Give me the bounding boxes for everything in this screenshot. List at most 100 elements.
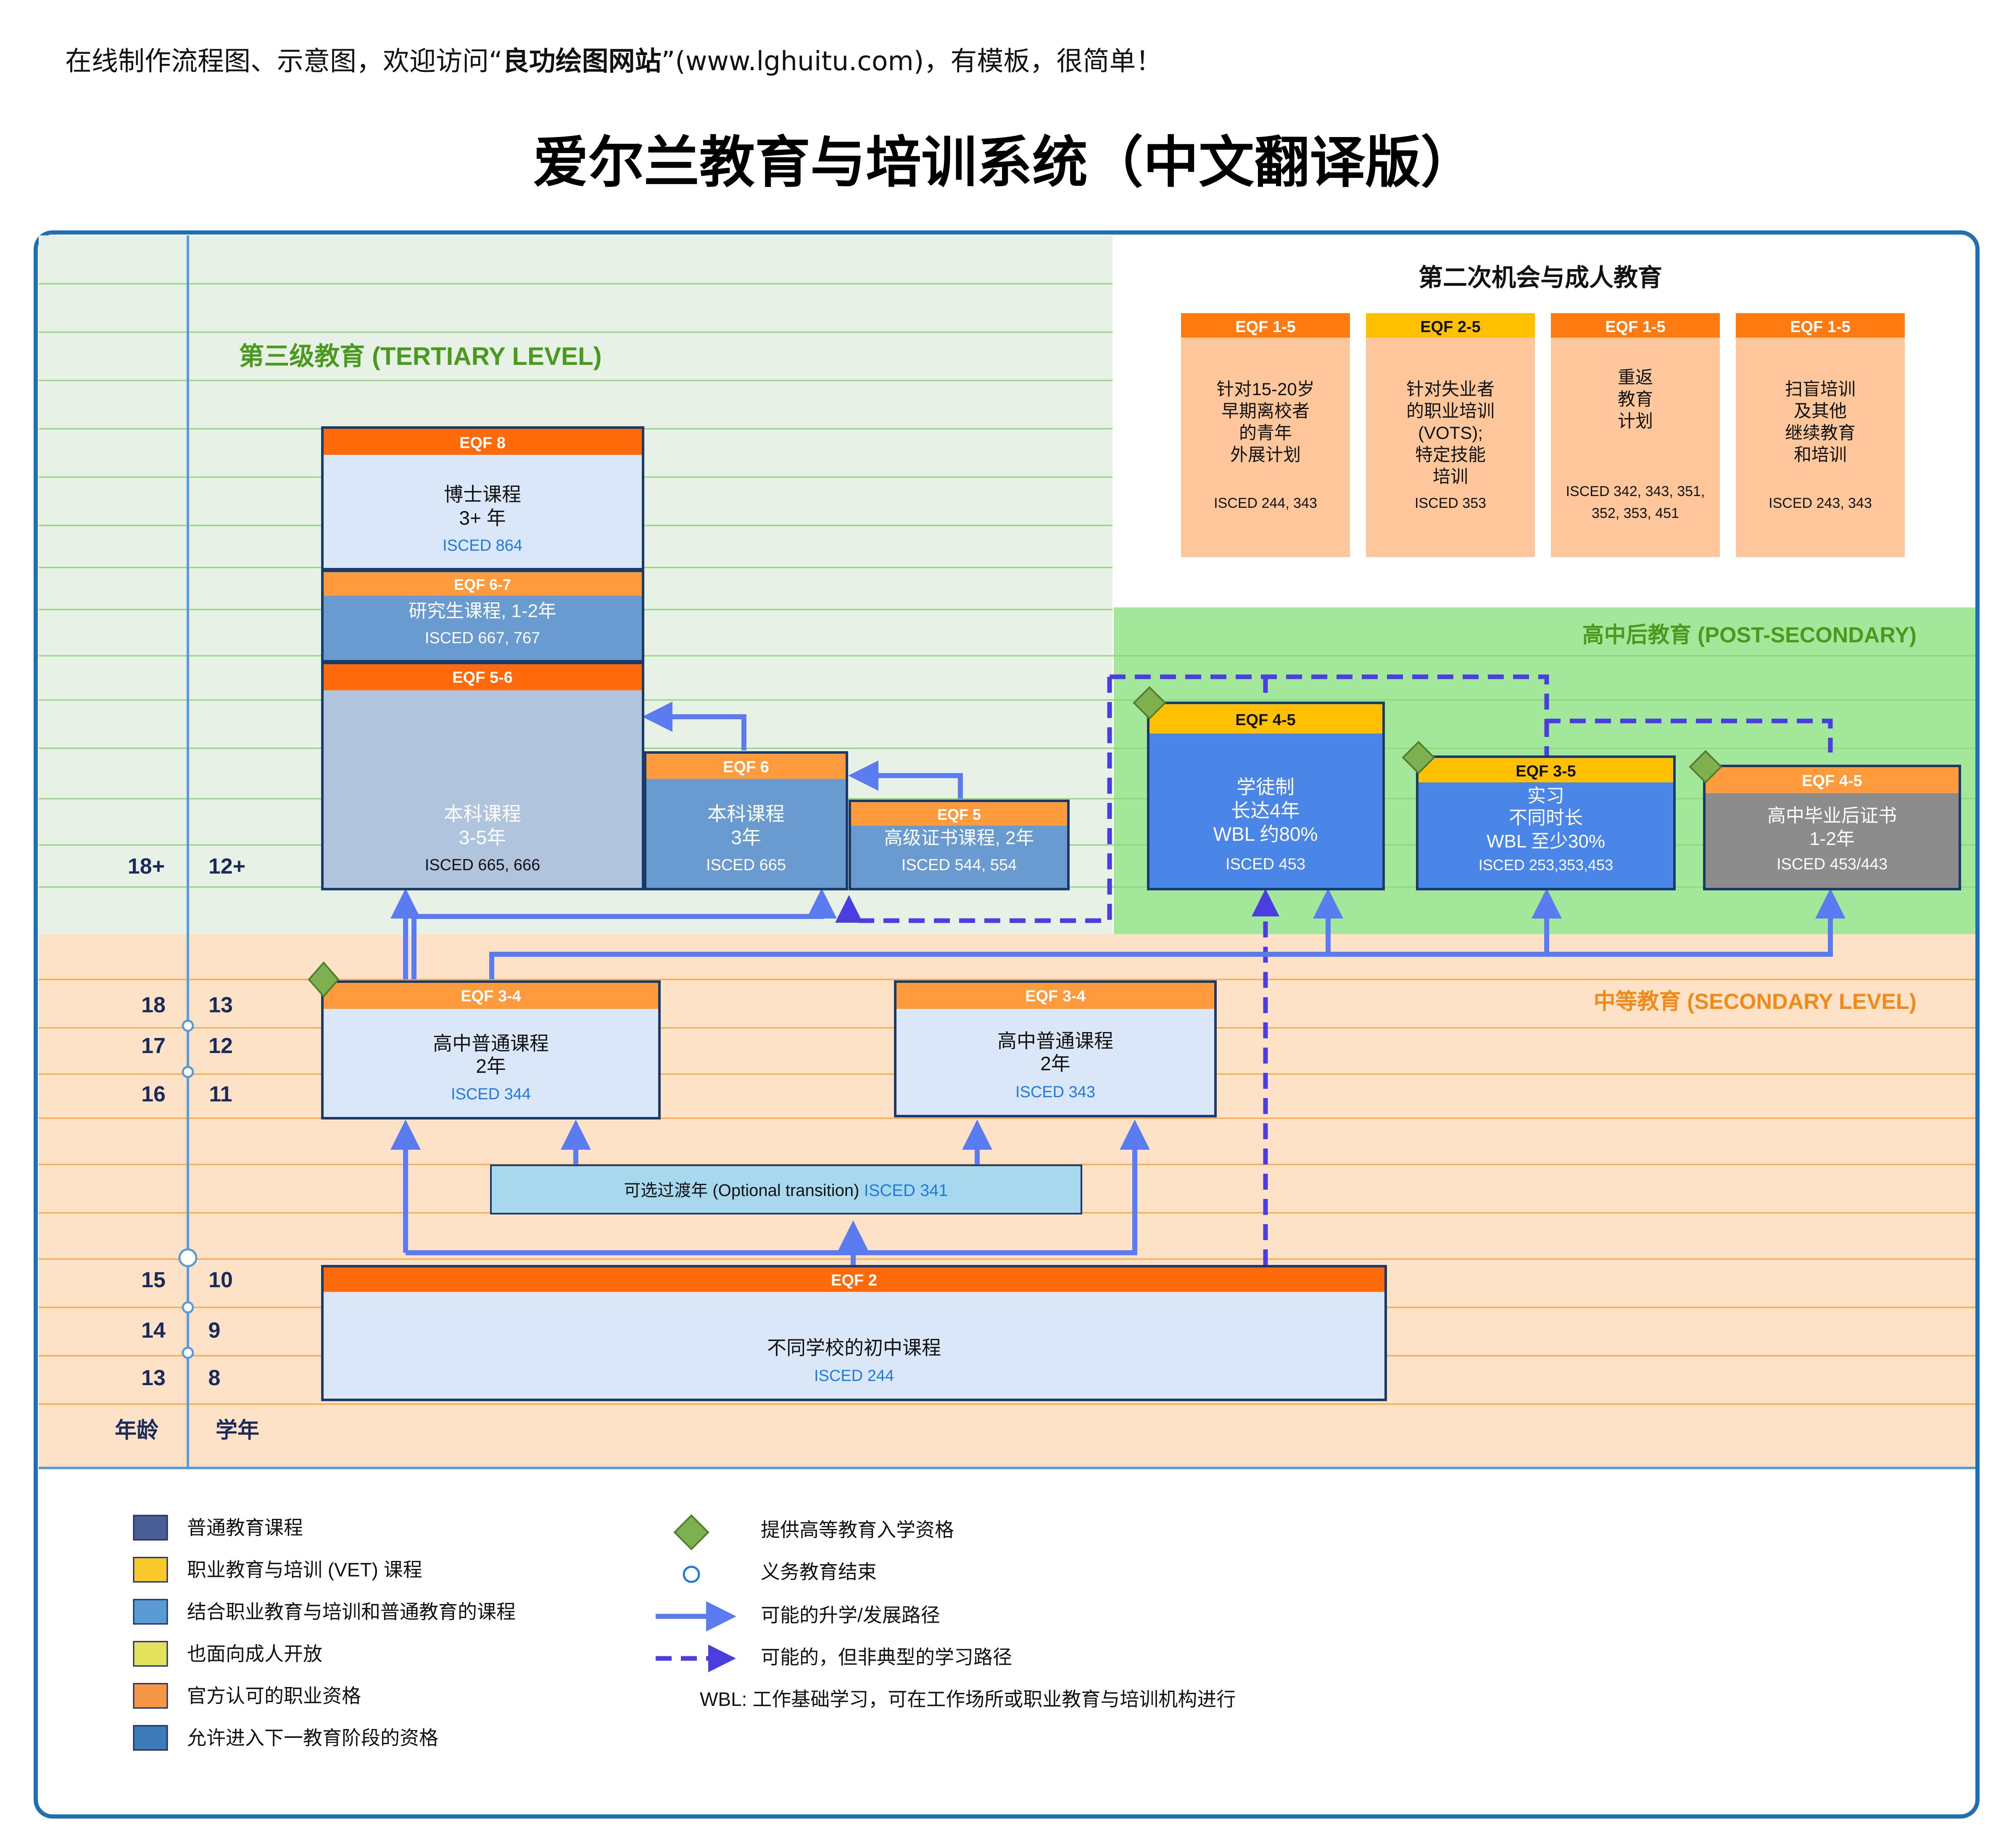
svg-text:外展计划: 外展计划 [1230, 445, 1301, 465]
legend-swatch [133, 1725, 168, 1751]
svg-text:培训: 培训 [1433, 467, 1468, 486]
bachelor-5-6-program: EQF 5-6 本科课程 3-5年 ISCED 665, 666 [321, 662, 644, 890]
svg-text:实习: 实习 [1527, 786, 1564, 806]
svg-text:ISCED 244, 343: ISCED 244, 343 [1214, 495, 1317, 511]
age-label: 18 [141, 993, 166, 1017]
legend-label: 义务教育结束 [761, 1561, 877, 1583]
legend-swatch [133, 1683, 168, 1709]
svg-text:ISCED 243, 343: ISCED 243, 343 [1769, 495, 1872, 511]
svg-text:ISCED 453: ISCED 453 [1226, 855, 1305, 873]
svg-text:高中普通课程: 高中普通课程 [997, 1030, 1113, 1052]
adult-box-literacy: EQF 1-5 扫盲培训 及其他 继续教育 和培训 ISCED 243, 343 [1736, 313, 1905, 557]
plc-program: EQF 4-5 高中毕业后证书 1-2年 ISCED 453/443 [1703, 765, 1961, 890]
compulsory-end-icon [182, 1019, 194, 1032]
svg-text:扫盲培训: 扫盲培训 [1785, 379, 1856, 399]
traineeship-program: EQF 3-5 实习 不同时长 WBL 至少30% ISCED 253,353,… [1416, 755, 1676, 890]
grade-label: 11 [209, 1082, 232, 1106]
arrow-path [848, 760, 963, 799]
svg-text:ISCED 665, 666: ISCED 665, 666 [425, 856, 540, 874]
age-label: 13 [141, 1366, 166, 1390]
wbl-note: WBL: 工作基础学习，可在工作场所或职业教育与培训机构进行 [700, 1688, 1236, 1710]
legend-label: 结合职业教育与培训和普通教育的课程 [187, 1601, 516, 1623]
svg-text:ISCED 667, 767: ISCED 667, 767 [425, 629, 540, 647]
svg-text:ISCED 665: ISCED 665 [706, 856, 786, 874]
dashed-path [835, 677, 1112, 923]
grade-label: 12+ [208, 854, 245, 879]
svg-text:EQF 4-5: EQF 4-5 [1235, 711, 1296, 729]
svg-text:的青年: 的青年 [1239, 423, 1292, 443]
svg-text:高中普通课程: 高中普通课程 [433, 1032, 549, 1054]
svg-text:EQF 6: EQF 6 [723, 758, 769, 776]
svg-text:可选过渡年 (Optional transition) IS: 可选过渡年 (Optional transition) ISCED 341 [624, 1181, 948, 1200]
senior-cycle-343: EQF 3-4 高中普通课程 2年 ISCED 343 [894, 980, 1217, 1117]
legend-swatch [133, 1599, 168, 1625]
legend-label: 也面向成人开放 [187, 1643, 322, 1665]
higher-ed-access-markers [308, 686, 1722, 998]
svg-text:ISCED 544, 554: ISCED 544, 554 [902, 856, 1017, 874]
page-title: 爱尔兰教育与培训系统（中文翻译版） [533, 130, 1476, 195]
svg-text:EQF 3-4: EQF 3-4 [1025, 987, 1086, 1005]
age-header: 年龄 [115, 1418, 158, 1443]
svg-text:ISCED 344: ISCED 344 [451, 1085, 531, 1103]
diamond-icon [1689, 750, 1722, 784]
diamond-icon [1402, 741, 1435, 774]
arrow-path [489, 888, 1846, 979]
age-label: 16 [141, 1082, 166, 1106]
junior-cycle: EQF 2 不同学校的初中课程 ISCED 244 [321, 1265, 1387, 1401]
higher-certificate-program: EQF 5 高级证书课程, 2年 ISCED 544, 554 [849, 800, 1070, 890]
legend: 普通教育课程 职业教育与培训 (VET) 课程 结合职业教育与培训和普通教育的课… [133, 1514, 1236, 1751]
grade-label: 9 [208, 1318, 221, 1343]
legend-label: 允许进入下一教育阶段的资格 [187, 1727, 438, 1749]
svg-text:EQF 3-5: EQF 3-5 [1516, 763, 1576, 780]
svg-text:博士课程: 博士课程 [444, 483, 521, 505]
arrow-path [642, 702, 746, 750]
svg-text:EQF 5: EQF 5 [937, 806, 981, 823]
adult-box-outreach: EQF 1-5 针对15-20岁 早期离校者 的青年 外展计划 ISCED 24… [1181, 313, 1350, 557]
arrow-path [411, 888, 837, 979]
legend-swatch [133, 1557, 168, 1583]
legend-label: 官方认可的职业资格 [187, 1685, 361, 1707]
legend-swatch [133, 1641, 168, 1667]
svg-text:ISCED 244: ISCED 244 [814, 1367, 894, 1385]
compulsory-end-icon [182, 1066, 194, 1078]
compulsory-end-markers [178, 1019, 198, 1359]
adult-box-return: EQF 1-5 重返 教育 计划 ISCED 342, 343, 351, 35… [1551, 313, 1720, 557]
svg-text:长达4年: 长达4年 [1231, 800, 1300, 821]
site-banner: 在线制作流程图、示意图，欢迎访问“良功绘图网站”(www.lghuitu.com… [65, 46, 1163, 77]
compulsory-end-icon [182, 1301, 194, 1314]
age-label: 15 [141, 1268, 166, 1292]
svg-text:重返: 重返 [1618, 367, 1653, 387]
svg-text:研究生课程, 1-2年: 研究生课程, 1-2年 [409, 601, 556, 621]
svg-text:WBL 至少30%: WBL 至少30% [1487, 831, 1605, 852]
svg-text:352, 353, 451: 352, 353, 451 [1592, 505, 1679, 521]
axis-labels: 18+ 12+ 18 13 17 12 16 11 15 10 14 9 13 … [115, 854, 259, 1443]
diamond-icon [1133, 686, 1166, 720]
grade-header: 学年 [216, 1418, 259, 1443]
svg-text:的职业培训: 的职业培训 [1406, 401, 1495, 421]
svg-text:ISCED 864: ISCED 864 [443, 537, 522, 554]
svg-text:EQF 2-5: EQF 2-5 [1420, 318, 1481, 336]
svg-text:EQF 1-5: EQF 1-5 [1235, 318, 1296, 336]
svg-text:ISCED 453/443: ISCED 453/443 [1777, 855, 1888, 873]
age-label: 14 [141, 1318, 166, 1343]
svg-text:EQF 8: EQF 8 [459, 434, 506, 452]
svg-text:ISCED 253,353,453: ISCED 253,353,453 [1479, 856, 1613, 874]
svg-text:继续教育: 继续教育 [1785, 423, 1856, 443]
adult-education-boxes: EQF 1-5 针对15-20岁 早期离校者 的青年 外展计划 ISCED 24… [1181, 313, 1905, 557]
svg-text:EQF 2: EQF 2 [831, 1272, 877, 1289]
apprenticeship-program: EQF 4-5 学徒制 长达4年 WBL 约80% ISCED 453 [1147, 702, 1385, 890]
compulsory-end-icon [178, 1248, 198, 1267]
svg-text:3+ 年: 3+ 年 [459, 507, 506, 529]
svg-text:本科课程: 本科课程 [707, 803, 785, 825]
second-chance-title: 第二次机会与成人教育 [1418, 264, 1662, 291]
age-label: 18+ [128, 854, 165, 879]
svg-text:EQF 5-6: EQF 5-6 [452, 669, 513, 686]
grade-label: 8 [208, 1366, 221, 1390]
svg-text:ISCED 353: ISCED 353 [1415, 495, 1486, 511]
svg-text:计划: 计划 [1618, 411, 1653, 431]
legend-label: 可能的，但非典型的学习路径 [761, 1646, 1012, 1668]
tertiary-title: 第三级教育 (TERTIARY LEVEL) [239, 342, 601, 370]
tertiary-programs: EQF 8 博士课程 3+ 年 ISCED 864 EQF 6-7 研究生课程,… [321, 426, 1070, 890]
svg-text:EQF 3-4: EQF 3-4 [461, 987, 521, 1005]
